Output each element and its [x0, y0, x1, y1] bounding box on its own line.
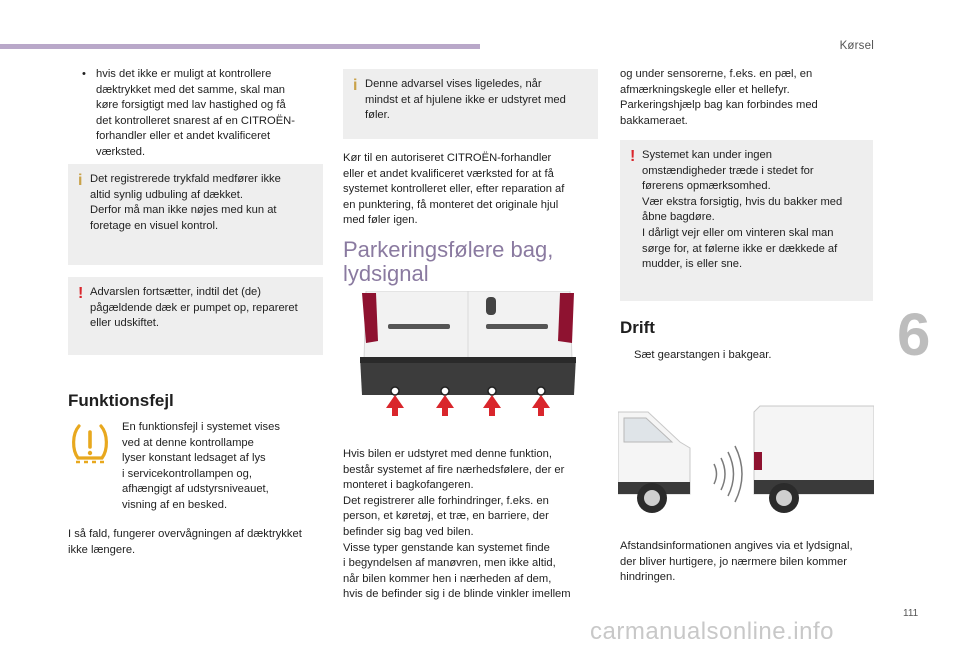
- text-line: Afstandsinformationen angives via et lyd…: [620, 540, 853, 552]
- text-line: Systemet kan under ingen: [642, 149, 772, 161]
- text-line: der bliver hurtigere, jo nærmere bilen k…: [620, 555, 847, 568]
- text-line: førerens opmærksomhed.: [642, 180, 771, 193]
- warning-icon: !: [630, 148, 636, 165]
- fault-heading: Funktionsfejl: [68, 391, 174, 410]
- text-line: værksted.: [96, 145, 146, 158]
- text-line: visning af en besked.: [122, 498, 228, 511]
- text-line: eller udskiftet.: [90, 317, 160, 330]
- section-heading: Parkeringsfølere bag, lydsignal: [343, 238, 601, 286]
- watermark: carmanualsonline.info: [590, 618, 834, 645]
- text-line: foretage en visuel kontrol.: [90, 219, 219, 232]
- text-line: Denne advarsel vises ligeledes, når: [365, 78, 542, 90]
- text-line: afmærkningskegle eller et hellefyr.: [620, 83, 790, 96]
- text-line: i begyndelsen af manøvren, men ikke alti…: [343, 557, 556, 570]
- text-line: Vær ekstra forsigtig, hvis du bakker med: [642, 195, 843, 208]
- step-item: Sæt gearstangen i bakgear.: [620, 348, 875, 364]
- header-accent-bar: [0, 44, 480, 49]
- heading-line: Parkeringsfølere bag,: [343, 237, 554, 262]
- bullet-item: • hvis det ikke er muligt at kontrollere…: [82, 67, 327, 161]
- text-line: systemet kontrolleret eller, efter repar…: [343, 183, 565, 196]
- text-line: Kør til en autoriseret CITROËN-forhandle…: [343, 152, 552, 164]
- text-line: Hvis bilen er udstyret med denne funktio…: [343, 448, 552, 460]
- text-line: Visse typer genstande kan systemet finde: [343, 541, 550, 554]
- text-line: hindringen.: [620, 571, 676, 584]
- heading-line: lydsignal: [343, 261, 429, 286]
- text-line: Det registrerede trykfald medfører ikke: [90, 173, 281, 185]
- text-line: afhængigt af udstyrsniveauet,: [122, 483, 269, 496]
- text-line: forhandler eller et andet kvalificeret: [96, 130, 271, 143]
- text-line: hvis det ikke er muligt at kontrollere: [96, 68, 272, 80]
- chapter-number: 6: [897, 301, 931, 368]
- text-line: køre forsigtigt med lav hastighed og få: [96, 99, 286, 112]
- text-line: sørge for, at følerne ikke er dækkede af: [642, 242, 838, 255]
- text-line: Det registrerer alle forhindringer, f.ek…: [343, 494, 549, 507]
- bullet-symbol: •: [82, 68, 86, 80]
- text-line: I dårligt vejr eller om vinteren skal ma…: [642, 226, 834, 239]
- text-line: ikke længere.: [68, 543, 136, 556]
- text-line: Parkeringshjælp bag kan forbindes med: [620, 99, 818, 112]
- warning-box: ! Systemet kan under ingen omstændighede…: [620, 140, 873, 301]
- text-line: eller et andet kvalificeret værksted for…: [343, 167, 554, 180]
- van-rear-sensors-illustration: [360, 291, 576, 416]
- text-line: hvis de befinder sig i de blinde vinkler…: [343, 588, 571, 601]
- text-line: ved at denne kontrollampe: [122, 436, 254, 449]
- text-line: person, et køretøj, et træ, en barriere,…: [343, 510, 549, 523]
- page-number: 111: [903, 608, 919, 619]
- text-line: monteret i bagkofangeren.: [343, 479, 474, 492]
- text-line: i servicekontrollampen og,: [122, 467, 252, 480]
- text-line: Derfor må man ikke nøjes med kun at: [90, 204, 277, 217]
- info-box: i Denne advarsel vises ligeledes, når mi…: [343, 69, 598, 139]
- paragraph: og under sensorerne, f.eks. en pæl, en a…: [620, 67, 878, 129]
- text-line: I så fald, fungerer overvågningen af dæk…: [68, 528, 302, 540]
- fault-followup-text: I så fald, fungerer overvågningen af dæk…: [68, 527, 328, 558]
- info-icon: i: [78, 172, 83, 189]
- text-line: Advarslen fortsætter, indtil det (de): [90, 286, 261, 298]
- text-line: mindst et af hjulene ikke er udstyret me…: [365, 93, 566, 106]
- text-line: befinder sig bag ved bilen.: [343, 525, 474, 538]
- text-line: lyser konstant ledsaget af lys: [122, 452, 266, 465]
- text-line: med føler igen.: [343, 214, 418, 227]
- tire-pressure-fault-icon: [70, 422, 110, 466]
- text-line: består systemet af fire nærhedsfølere, d…: [343, 463, 565, 476]
- text-line: bakkameraet.: [620, 114, 688, 127]
- warning-icon: !: [78, 285, 84, 302]
- text-line: En funktionsfejl i systemet vises: [122, 421, 280, 433]
- text-line: altid synlig udbuling af dækket.: [90, 188, 243, 201]
- paragraph: Hvis bilen er udstyret med denne funktio…: [343, 447, 603, 603]
- text-line: føler.: [365, 109, 390, 122]
- text-line: pågældende dæk er pumpet op, repareret: [90, 301, 298, 314]
- paragraph: Kør til en autoriseret CITROËN-forhandle…: [343, 151, 601, 229]
- van-reversing-illustration: [618, 402, 874, 522]
- text-line: omstændigheder træde i stedet for: [642, 164, 814, 177]
- info-box: i Det registrerede trykfald medfører ikk…: [68, 164, 323, 265]
- text-line: dæktrykket med det samme, skal man: [96, 83, 286, 96]
- warning-box: ! Advarslen fortsætter, indtil det (de) …: [68, 277, 323, 355]
- text-line: åbne bagdøre.: [642, 211, 715, 224]
- drift-heading: Drift: [620, 318, 655, 337]
- info-icon: i: [353, 77, 358, 94]
- paragraph: Afstandsinformationen angives via et lyd…: [620, 539, 878, 586]
- text-line: det kontrolleret snarest af en CITROËN-: [96, 114, 295, 127]
- step-text: Sæt gearstangen i bakgear.: [634, 349, 772, 361]
- text-line: og under sensorerne, f.eks. en pæl, en: [620, 68, 813, 80]
- text-line: når bilen kommer hen i nærheden af dem,: [343, 572, 552, 585]
- fault-description: En funktionsfejl i systemet vises ved at…: [122, 420, 327, 514]
- section-title: Kørsel: [839, 40, 874, 52]
- text-line: en punktering, få monteret det originale…: [343, 198, 559, 211]
- text-line: mudder, is eller sne.: [642, 258, 743, 271]
